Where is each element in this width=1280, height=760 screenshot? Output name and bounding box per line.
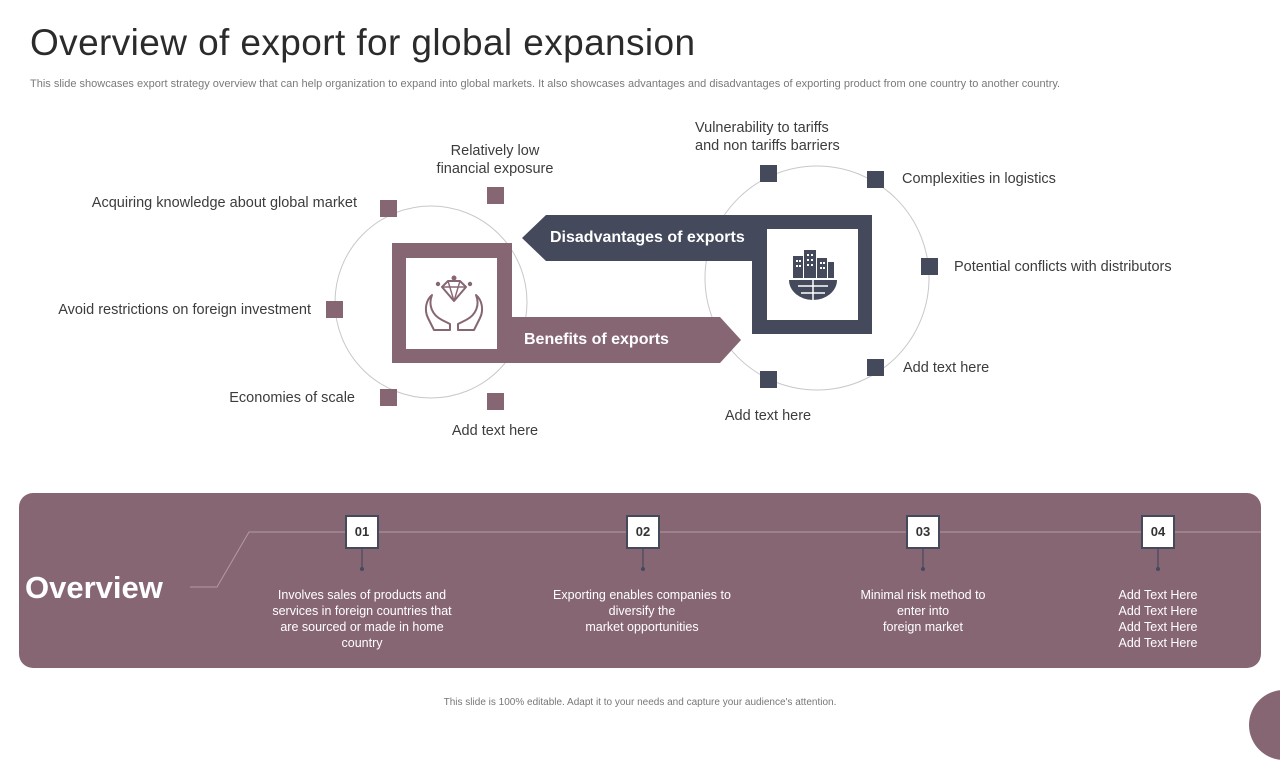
step-number-04: 04: [1141, 515, 1175, 549]
disadvantages-banner-label: Disadvantages of exports: [550, 229, 745, 246]
benefit-label-financial: Relatively low financial exposure: [436, 143, 554, 177]
disadvantages-circle-outline: [704, 165, 930, 391]
page-subtitle: This slide showcases export strategy ove…: [30, 78, 1061, 90]
disadvantage-label-distributors: Potential conflicts with distributors: [954, 259, 1172, 275]
disadvantages-marker-add-text-bottom: [760, 371, 777, 388]
step-text-01: Involves sales of products and services …: [272, 588, 452, 650]
disadvantages-marker-tariffs: [760, 165, 777, 182]
step-text-04: Add Text Here Add Text Here Add Text Her…: [1118, 588, 1198, 650]
disadvantage-label-tariffs: Vulnerability to tariffs and non tariffs…: [695, 120, 840, 154]
step-number-01: 01: [345, 515, 379, 549]
benefits-banner-label: Benefits of exports: [524, 331, 669, 348]
step-text-02: Exporting enables companies to diversify…: [553, 588, 731, 634]
benefits-marker-knowledge: [380, 200, 397, 217]
benefit-label-knowledge: Acquiring knowledge about global market: [91, 195, 357, 211]
benefit-label-economies: Economies of scale: [229, 390, 355, 406]
page-title: Overview of export for global expansion: [30, 22, 696, 63]
benefits-marker-add-text: [487, 393, 504, 410]
export-diagram: [326, 165, 938, 410]
disadvantages-marker-logistics: [867, 171, 884, 188]
overview-title: Overview: [25, 570, 163, 605]
disadvantages-marker-add-text-right: [867, 359, 884, 376]
diamond-hands-icon: [424, 275, 484, 331]
step-text-03: Minimal risk method to enter into foreig…: [860, 588, 986, 634]
disadvantage-label-add-text-right: Add text here: [903, 360, 990, 376]
benefits-marker-restrictions: [326, 301, 343, 318]
disadvantage-label-add-text-bottom: Add text here: [724, 408, 812, 424]
benefit-label-restrictions: Avoid restrictions on foreign investment: [58, 302, 311, 318]
step-number-03: 03: [906, 515, 940, 549]
benefits-icon-tile: [406, 258, 497, 349]
footer-note: This slide is 100% editable. Adapt it to…: [443, 697, 837, 708]
disadvantages-marker-distributors: [921, 258, 938, 275]
benefits-marker-economies: [380, 389, 397, 406]
disadvantage-label-logistics: Complexities in logistics: [902, 171, 1056, 187]
building-globe-icon: [789, 250, 837, 300]
benefits-marker-financial: [487, 187, 504, 204]
step-number-02: 02: [626, 515, 660, 549]
benefit-label-add-text: Add text here: [451, 423, 539, 439]
